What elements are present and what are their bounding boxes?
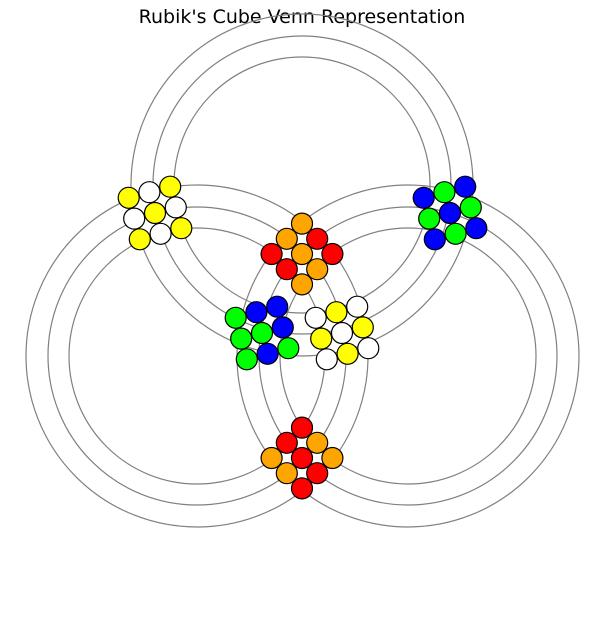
diagram-title: Rubik's Cube Venn Representation — [138, 6, 466, 28]
sticker-white — [138, 181, 161, 204]
sticker-green — [235, 348, 258, 371]
sticker-green — [277, 337, 300, 360]
sticker-blue — [454, 175, 477, 198]
sticker-blue — [256, 342, 279, 365]
sticker-orange — [260, 446, 283, 470]
sticker-red — [290, 477, 314, 500]
sticker-green — [250, 321, 274, 345]
sticker-red — [290, 416, 314, 439]
cluster-bottom — [260, 416, 344, 500]
sticker-green — [433, 181, 456, 204]
ring-right-1 — [279, 227, 537, 485]
sticker-red — [290, 446, 314, 470]
cluster-center-right — [304, 295, 380, 371]
sticker-red — [321, 242, 344, 266]
sticker-red — [306, 462, 329, 485]
sticker-white — [123, 207, 146, 230]
sticker-orange — [290, 273, 314, 296]
sticker-blue — [438, 201, 462, 225]
sticker-blue — [412, 186, 435, 209]
sticker-yellow — [325, 301, 348, 324]
sticker-white — [304, 306, 327, 329]
sticker-blue — [465, 217, 488, 240]
sticker-orange — [306, 258, 329, 281]
sticker-yellow — [159, 175, 182, 198]
sticker-red — [260, 242, 283, 266]
cluster-center-top — [260, 212, 344, 296]
sticker-white — [346, 295, 369, 318]
sticker-orange — [290, 212, 314, 235]
cluster-top-left — [117, 175, 193, 251]
sticker-green — [459, 196, 482, 219]
sticker-white — [330, 321, 354, 345]
sticker-orange — [275, 227, 298, 250]
sticker-yellow — [351, 316, 374, 339]
sticker-green — [230, 327, 253, 350]
cluster-center-left — [224, 295, 300, 371]
sticker-yellow — [128, 228, 151, 251]
cluster-top-right — [412, 175, 488, 251]
sticker-yellow — [170, 217, 193, 240]
sticker-white — [149, 222, 172, 245]
sticker-white — [357, 337, 380, 360]
sticker-blue — [271, 316, 294, 339]
sticker-blue — [245, 301, 268, 324]
sticker-orange — [275, 462, 298, 485]
sticker-yellow — [336, 342, 359, 365]
sticker-yellow — [117, 186, 140, 209]
sticker-red — [275, 258, 298, 281]
sticker-blue — [423, 228, 446, 251]
sticker-yellow — [310, 327, 333, 350]
sticker-red — [306, 227, 329, 250]
sticker-orange — [306, 431, 329, 454]
sticker-green — [224, 306, 247, 329]
sticker-green — [418, 207, 441, 230]
sticker-yellow — [143, 201, 167, 225]
sticker-orange — [321, 446, 344, 470]
sticker-clusters — [117, 175, 488, 500]
sticker-red — [275, 431, 298, 454]
sticker-white — [315, 348, 338, 371]
sticker-orange — [290, 242, 314, 266]
sticker-blue — [266, 295, 289, 318]
sticker-white — [164, 196, 187, 219]
sticker-green — [444, 222, 467, 245]
